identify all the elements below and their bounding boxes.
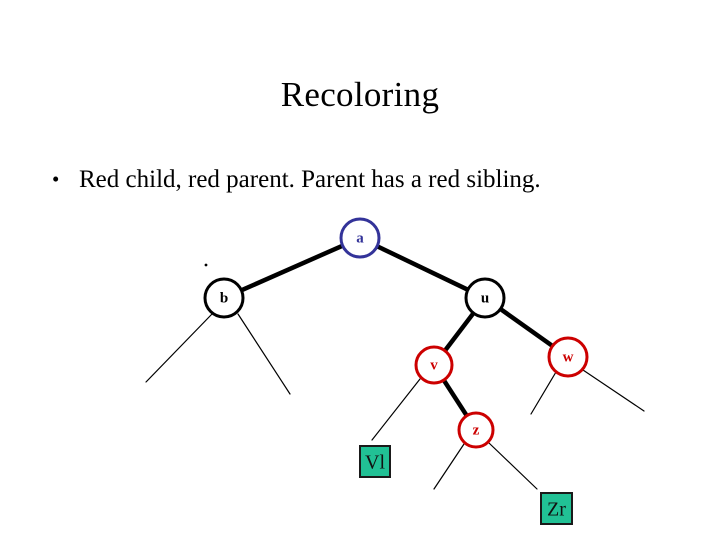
tree-node-b[interactable]: b [203, 277, 245, 319]
tree-edge-a-u [375, 243, 470, 293]
subtree-stub-line [237, 313, 291, 395]
node-label-v: v [430, 358, 438, 374]
tree-node-v[interactable]: v [414, 345, 454, 385]
node-circle-b [203, 277, 245, 319]
subtree-stub-line [433, 443, 465, 490]
bullet-item-text: Red child, red parent. Parent has a red … [79, 166, 541, 193]
stray-speck-group [204, 263, 208, 267]
subtree-stub-line [530, 371, 557, 415]
node-circle-a [339, 217, 381, 259]
bullet-list: • Red child, red parent. Parent has a re… [52, 163, 612, 196]
node-circle-v [414, 345, 454, 385]
list-item: • Red child, red parent. Parent has a re… [52, 163, 612, 196]
node-label-b: b [220, 291, 228, 307]
node-circle-z [457, 411, 495, 449]
node-label-z: z [473, 423, 480, 439]
box-label-vl: Vl [365, 452, 385, 474]
tree-box-zr[interactable]: Zr [540, 492, 573, 525]
tree-node-w[interactable]: w [547, 336, 589, 378]
tree-edge-a-b [239, 243, 345, 293]
page-title: Recoloring [280, 75, 440, 114]
tree-edge-v-z [441, 378, 470, 418]
node-label-u: u [481, 291, 489, 307]
stray-speck [204, 263, 208, 267]
subtree-stub-line [371, 378, 421, 441]
tree-edge-u-v [442, 310, 476, 353]
subtree-stub-line [488, 442, 538, 490]
tree-box-vl[interactable]: Vl [359, 445, 391, 478]
node-circle-u [464, 277, 506, 319]
tree-node-u[interactable]: u [464, 277, 506, 319]
subtree-stub-line [582, 369, 645, 412]
box-rect-zr [540, 492, 573, 525]
tree-node-a[interactable]: a [339, 217, 381, 259]
subtree-stub-group [145, 313, 645, 490]
tree-edge-group [239, 243, 555, 418]
node-circle-w [547, 336, 589, 378]
box-rect-vl [359, 445, 391, 478]
box-label-zr: Zr [547, 499, 566, 521]
bullet-point-icon: • [52, 167, 60, 191]
node-label-w: w [563, 350, 574, 366]
tree-edge-u-w [498, 306, 555, 349]
node-label-a: a [356, 231, 364, 247]
tree-node-group: a b u v w z [203, 217, 589, 449]
tree-node-z[interactable]: z [457, 411, 495, 449]
subtree-stub-line [145, 313, 213, 383]
